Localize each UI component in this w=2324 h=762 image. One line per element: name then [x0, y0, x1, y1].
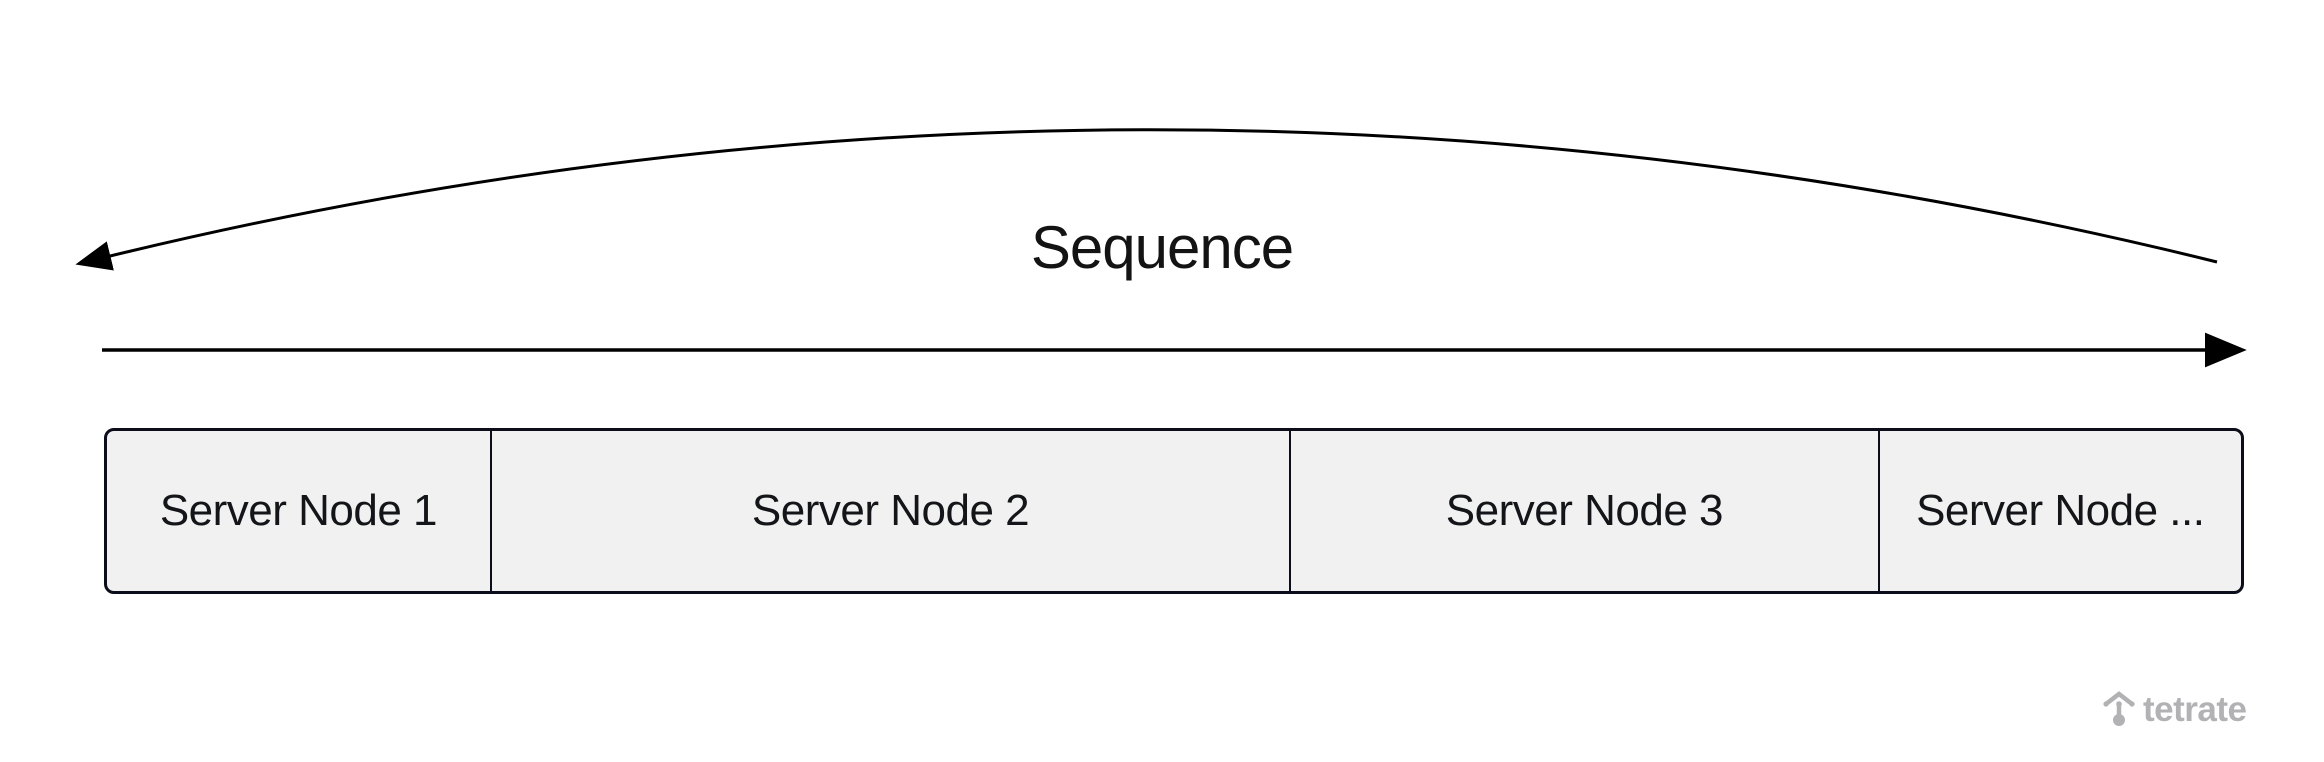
- server-node-box-2: Server Node 2: [489, 431, 1289, 591]
- server-node-label: Server Node 3: [1445, 486, 1724, 535]
- tetrate-wordmark: tetrate: [2143, 689, 2247, 729]
- tetrate-icon: [2103, 691, 2135, 726]
- tetrate-logo: tetrate: [2102, 689, 2247, 729]
- sequence-arc-arrow: [75, 128, 2218, 271]
- server-node-label: Server Node 2: [751, 486, 1030, 535]
- server-node-box-4: Server Node ...: [1877, 431, 2241, 591]
- server-node-box-1: Server Node 1: [107, 431, 490, 591]
- server-node-label: Server Node 1: [159, 486, 438, 535]
- server-node-label: Server Node ...: [1916, 486, 2205, 535]
- server-node-box-3: Server Node 3: [1289, 431, 1877, 591]
- server-node-row: Server Node 1 Server Node 2 Server Node …: [104, 428, 2244, 594]
